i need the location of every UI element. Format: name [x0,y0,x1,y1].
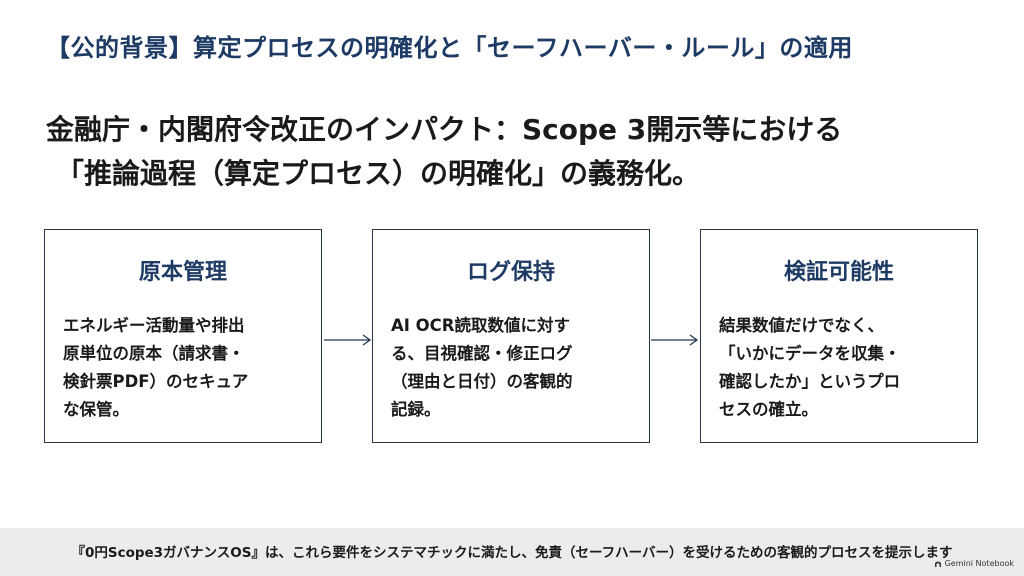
card-body-line: AI OCR読取数値に対す [391,316,570,335]
headline-line-2: 「推論過程（算定プロセス）の明確化」の義務化。 [56,157,701,190]
brand-watermark: Gemini Notebook [934,559,1014,568]
card-body-line: 原単位の原本（請求書・ [63,344,245,363]
card-body-line: セスの確立。 [719,400,818,419]
card-verifiability: 検証可能性 結果数値だけでなく、 「いかにデータを収集・ 確認したか」というプロ… [700,229,978,443]
brand-label: Gemini Notebook [944,559,1014,568]
card-original-management: 原本管理 エネルギー活動量や排出 原単位の原本（請求書・ 検針票PDF）のセキュ… [44,229,322,443]
card-body-line: 記録。 [391,400,441,419]
card-body-line: （理由と日付）の客観的 [391,372,573,391]
headline: 金融庁・内閣府令改正のインパクト：Scope 3開示等における 「推論過程（算定… [46,108,986,196]
arrow-right-icon [324,334,372,346]
arrow-right-icon [651,334,699,346]
card-title: 検証可能性 [783,260,894,285]
caption-text: 『0円Scope3ガバナンスOS』は、これら要件をシステマチックに満たし、免責（… [71,545,953,561]
card-body-line: 検針票PDF）のセキュア [63,372,249,391]
slide-title: 【公的背景】算定プロセスの明確化と「セーフハーバー・ルール」の適用 [46,34,853,62]
card-body: AI OCR読取数値に対す る、目視確認・修正ログ （理由と日付）の客観的 記録… [391,312,631,424]
card-body-line: 確認したか」というプロ [719,372,901,391]
card-body-line: る、目視確認・修正ログ [391,344,573,363]
caption-bar: 『0円Scope3ガバナンスOS』は、これら要件をシステマチックに満たし、免責（… [0,528,1024,576]
headline-line-1: 金融庁・内閣府令改正のインパクト：Scope 3開示等における [46,113,843,146]
card-title: ログ保持 [466,260,555,285]
card-body-line: な保管。 [63,400,129,419]
card-body-line: 「いかにデータを収集・ [719,344,901,363]
card-body-line: エネルギー活動量や排出 [63,316,245,335]
card-body: エネルギー活動量や排出 原単位の原本（請求書・ 検針票PDF）のセキュア な保管… [63,312,303,424]
card-title: 原本管理 [138,260,227,285]
card-log-retention: ログ保持 AI OCR読取数値に対す る、目視確認・修正ログ （理由と日付）の客… [372,229,650,443]
card-body-line: 結果数値だけでなく、 [719,316,884,335]
card-body: 結果数値だけでなく、 「いかにデータを収集・ 確認したか」というプロ セスの確立… [719,312,959,424]
notebook-logo-icon [934,561,941,567]
